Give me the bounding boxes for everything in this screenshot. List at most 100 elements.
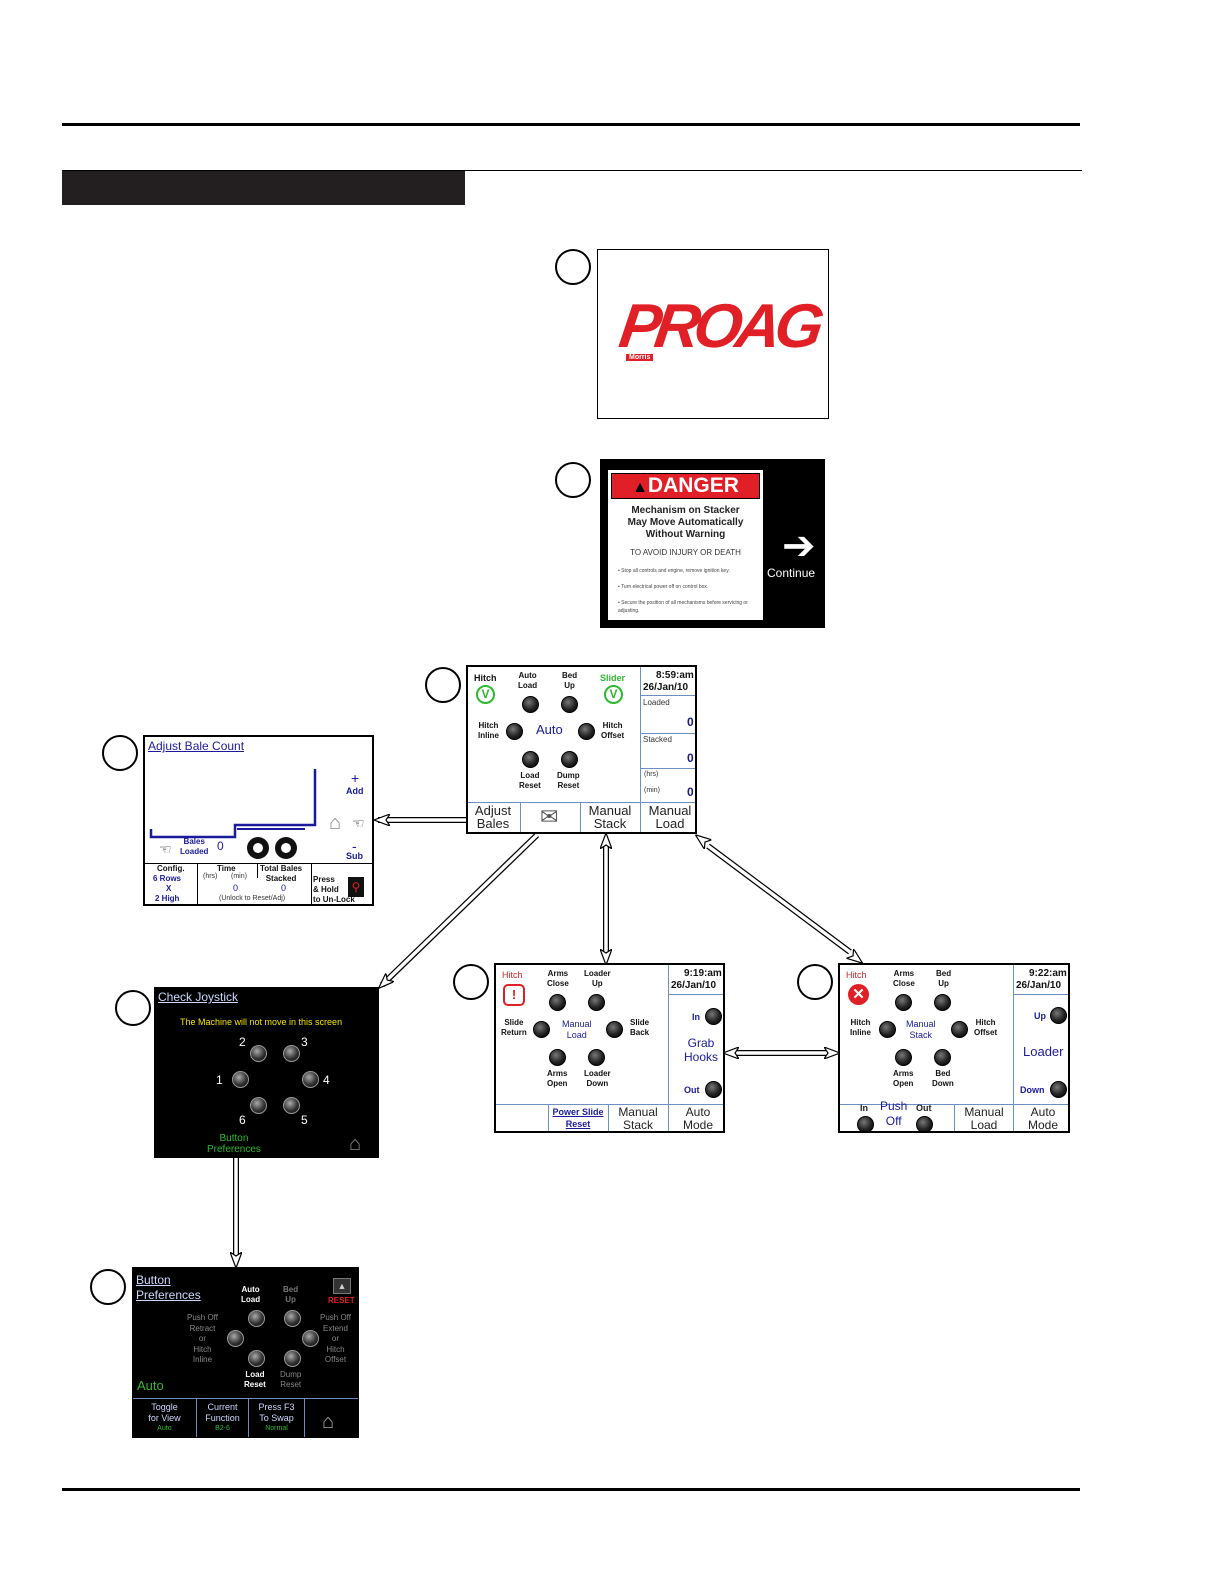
bed-up-knob[interactable] [561,696,578,713]
home-icon[interactable]: ⌂ [322,1411,335,1433]
trailer-diagram [149,769,317,859]
button-4-knob[interactable] [302,1071,319,1088]
danger-avoid: TO AVOID INJURY OR DEATH [630,548,741,557]
button-5-knob[interactable] [283,1097,300,1114]
auto-load-knob[interactable] [522,696,539,713]
auto-load-knob[interactable] [248,1310,265,1327]
button-preferences-screen: Button Preferences Auto Load Bed Up ▲ RE… [132,1267,359,1438]
manual-load-button[interactable]: Manual Load [648,803,692,831]
slide-return-label: Slide Return [501,1018,527,1037]
button-preferences-link[interactable]: Button Preferences [207,1133,261,1155]
home-icon[interactable]: ⌂ [329,812,342,834]
num-1: 1 [216,1073,223,1087]
reset-label[interactable]: RESET [328,1296,355,1305]
num-6: 6 [239,1113,246,1127]
warning-icon: ▲ [632,479,648,496]
adjust-bales-button[interactable]: Adjust Bales [474,803,512,831]
power-slide-reset-button[interactable]: Power Slide Reset [552,1107,604,1129]
manual-stack-button[interactable]: Manual Stack [588,803,632,831]
push-off-label: Push Off [880,1099,908,1128]
press-hold-label: Press & Hold to Un-Lock [313,875,355,904]
bed-down-label: Bed Down [932,1069,954,1088]
bed-up-label: Bed Up [936,969,952,988]
error-icon: ✕ [848,984,869,1005]
button-2-knob[interactable] [250,1045,267,1062]
date-readout: 26/Jan/10 [671,980,717,991]
joystick-icon[interactable]: ✉ [540,804,559,829]
time-readout: 8:59:am [656,670,694,681]
slide-back-knob[interactable] [606,1021,623,1038]
press-f3-swap-value: Normal [265,1425,288,1432]
load-reset-knob[interactable] [248,1350,265,1367]
mode-label: Manual Load [562,1019,592,1040]
button-3-knob[interactable] [283,1045,300,1062]
push-off-right-knob[interactable] [302,1330,319,1347]
reset-icon[interactable]: ▲ [333,1278,351,1294]
hitch-offset-knob[interactable] [951,1021,968,1038]
arms-open-label: Arms Open [893,1069,914,1088]
auto-screen: Hitch V Auto Load Bed Up Slider V Hitch … [466,665,697,834]
button-1-knob[interactable] [232,1071,249,1088]
date-readout: 26/Jan/10 [643,682,689,693]
min-label: (min) [644,787,660,794]
loader-up-label: Loader Up [584,969,611,988]
hitch-offset-knob[interactable] [578,723,595,740]
grab-out-knob[interactable] [705,1081,722,1098]
dump-reset-knob[interactable] [284,1350,301,1367]
loader-up-knob[interactable] [588,994,605,1011]
arms-close-knob[interactable] [549,994,566,1011]
load-reset-knob[interactable] [522,751,539,768]
arms-close-knob[interactable] [895,994,912,1011]
loader-label: Loader [1023,1044,1064,1059]
hitch-inline-knob[interactable] [506,723,523,740]
check-joystick-screen: Check Joystick The Machine will not move… [154,987,379,1158]
manual-stack-button[interactable]: Manual Stack [618,1105,658,1132]
slide-return-knob[interactable] [533,1021,550,1038]
loader-down-knob[interactable] [588,1049,605,1066]
press-f3-swap-button[interactable]: Press F3 To Swap [258,1402,295,1423]
auto-mode-button[interactable]: Auto Mode [1027,1105,1059,1132]
dump-reset-knob[interactable] [561,751,578,768]
section-header-bar [62,171,465,205]
danger-bullets: • Stop all controls and engine, remove i… [618,568,748,614]
in-label: In [860,1103,868,1113]
rows-value: 6 Rows [153,874,182,883]
sub-button[interactable]: Sub [346,851,363,861]
toggle-view-button[interactable]: Toggle for View [148,1402,181,1423]
callout-circle-logo [555,249,591,285]
push-out-knob[interactable] [916,1116,933,1131]
manual-load-button[interactable]: Manual Load [964,1105,1004,1132]
push-off-left-knob[interactable] [227,1330,244,1347]
auto-mode-button[interactable]: Auto Mode [682,1105,714,1132]
continue-label[interactable]: Continue [767,566,816,580]
loader-down-knob[interactable] [1050,1081,1067,1098]
mode-label: Auto [137,1378,164,1393]
current-function-button[interactable]: Current Function [205,1402,240,1423]
hand-pointer-icon: ☜ [159,841,172,857]
down-label: Down [1020,1085,1045,1095]
bed-down-knob[interactable] [934,1049,951,1066]
lock-icon[interactable]: ⚲ [348,877,364,897]
callout-circle-prefs [90,1269,126,1305]
bottom-rule [62,1488,1080,1491]
callout-circle-adjust [102,735,138,771]
grab-in-knob[interactable] [705,1008,722,1025]
hitch-inline-knob[interactable] [879,1021,896,1038]
push-in-knob[interactable] [857,1116,874,1131]
bed-up-knob[interactable] [284,1310,301,1327]
bed-up-knob[interactable] [934,994,951,1011]
danger-header: ▲DANGER [611,473,760,499]
arms-open-knob[interactable] [895,1049,912,1066]
home-icon[interactable]: ⌂ [349,1133,362,1155]
loader-up-knob[interactable] [1050,1007,1067,1024]
arms-open-knob[interactable] [549,1049,566,1066]
alert-icon: ! [503,984,525,1006]
button-6-knob[interactable] [250,1097,267,1114]
callout-circle-manual-load [453,964,489,1000]
num-5: 5 [301,1113,308,1127]
add-button[interactable]: Add [346,786,364,796]
arrow-right-icon[interactable]: ➔ [782,524,816,568]
